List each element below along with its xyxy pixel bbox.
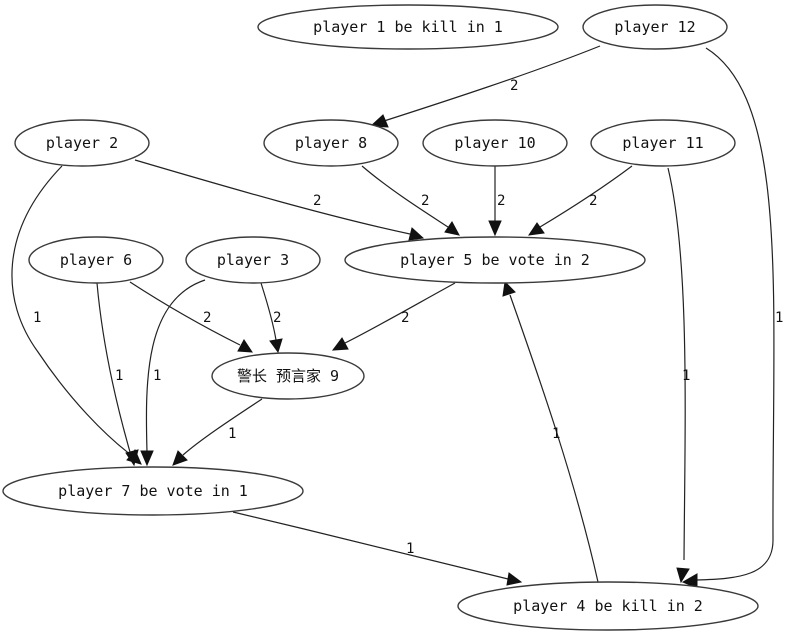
edge-chief-to-player7: 1	[172, 398, 263, 466]
node-label: player 8	[295, 134, 367, 152]
edge-player10-to-player5: 2	[488, 166, 505, 237]
edge-label: 2	[589, 193, 597, 209]
nodes-layer: player 1 be kill in 1 player 12 player 2…	[2, 4, 759, 631]
edge-player3-to-chief: 2	[260, 282, 283, 354]
edge-player7-to-player4: 1	[232, 511, 523, 586]
edge-label: 1	[115, 368, 123, 384]
node-label: player 3	[217, 251, 289, 269]
edge-player12-to-player8: 2	[369, 45, 601, 128]
edge-label: 1	[682, 368, 690, 384]
node-player-12[interactable]: player 12	[582, 4, 728, 50]
node-label: player 10	[454, 134, 535, 152]
edge-player6-to-chief: 2	[129, 281, 253, 353]
node-label: player 2	[46, 134, 118, 152]
edges-layer: 2 1 2 1 2 2	[11, 45, 783, 589]
node-label: player 4 be kill in 2	[513, 597, 703, 615]
edge-label: 2	[401, 310, 409, 326]
node-label: 警长 预言家 9	[237, 367, 339, 385]
edge-player2-to-player5: 2	[134, 159, 425, 241]
node-player-8[interactable]: player 8	[263, 119, 399, 167]
edge-label: 1	[228, 426, 236, 442]
node-player-3[interactable]: player 3	[185, 236, 321, 284]
node-player-11[interactable]: player 11	[590, 119, 736, 167]
node-label: player 7 be vote in 1	[58, 482, 248, 500]
node-label: player 6	[60, 251, 132, 269]
edge-label: 2	[273, 310, 281, 326]
edge-label: 1	[775, 310, 783, 326]
node-label: player 11	[622, 134, 703, 152]
edge-label: 2	[497, 193, 505, 209]
node-player-6[interactable]: player 6	[28, 236, 164, 284]
edge-label: 1	[153, 368, 161, 384]
node-label: player 5 be vote in 2	[400, 251, 590, 269]
node-label: player 12	[614, 18, 695, 36]
edge-player4-to-player5: 1	[502, 280, 599, 583]
node-player-10[interactable]: player 10	[422, 119, 568, 167]
edge-player5-to-chief: 2	[331, 282, 456, 351]
edge-label: 1	[33, 310, 41, 326]
node-player-5-vote[interactable]: player 5 be vote in 2	[344, 236, 646, 284]
node-player-4-kill[interactable]: player 4 be kill in 2	[457, 581, 759, 631]
node-player-7-vote[interactable]: player 7 be vote in 1	[2, 466, 304, 516]
edge-label: 2	[203, 310, 211, 326]
node-player-1-kill[interactable]: player 1 be kill in 1	[257, 4, 559, 50]
edge-label: 2	[313, 193, 321, 209]
edge-label: 1	[552, 426, 560, 442]
node-chief-seer-9[interactable]: 警长 预言家 9	[211, 352, 365, 400]
edge-player8-to-player5: 2	[361, 165, 460, 236]
edge-player3-to-player7: 1	[140, 279, 206, 467]
edge-player6-to-player7: 1	[96, 282, 139, 467]
edge-player12-to-player4: 1	[681, 47, 783, 589]
node-player-2[interactable]: player 2	[14, 119, 150, 167]
edge-player11-to-player4: 1	[667, 167, 690, 584]
edge-label: 2	[421, 193, 429, 209]
node-label: player 1 be kill in 1	[313, 18, 503, 36]
edge-label: 1	[406, 541, 414, 557]
edge-player11-to-player5: 2	[527, 165, 633, 236]
edge-label: 2	[510, 78, 518, 94]
